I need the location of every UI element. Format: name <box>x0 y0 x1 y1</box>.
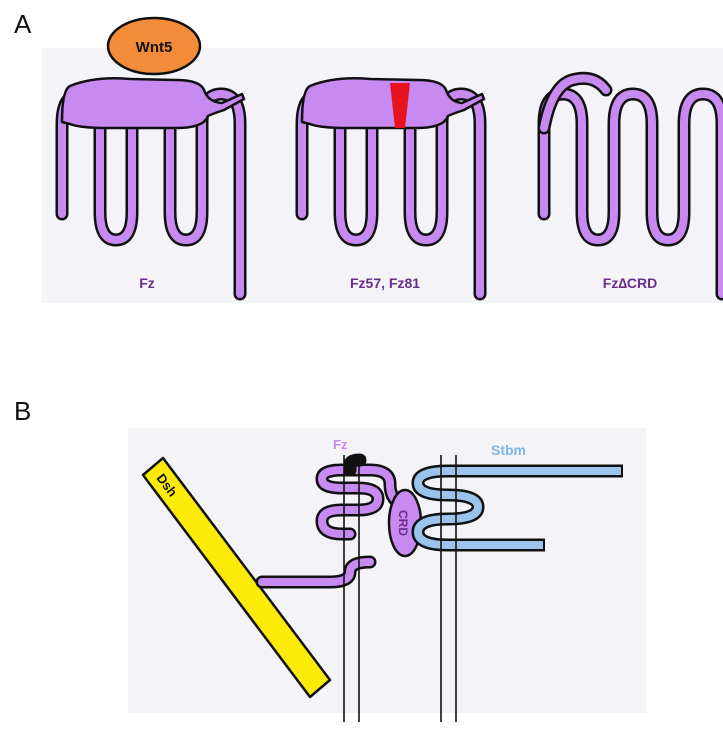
panel-a-letter: A <box>14 9 32 39</box>
crd-label: CRD <box>396 510 410 536</box>
panel-b: B Dsh CRD Fz <box>14 396 646 722</box>
fz-label-b: Fz <box>333 437 348 452</box>
fz-label: Fz <box>139 275 155 291</box>
fz-delta-crd-label: Fz∆CRD <box>603 275 657 291</box>
fz57-fz81-label: Fz57, Fz81 <box>350 275 420 291</box>
stbm-label: Stbm <box>491 442 526 458</box>
panel-b-letter: B <box>14 396 31 426</box>
wnt5-label: Wnt5 <box>136 39 173 56</box>
panel-a: A Wnt5 Fz Fz57, Fz81 <box>14 9 723 303</box>
